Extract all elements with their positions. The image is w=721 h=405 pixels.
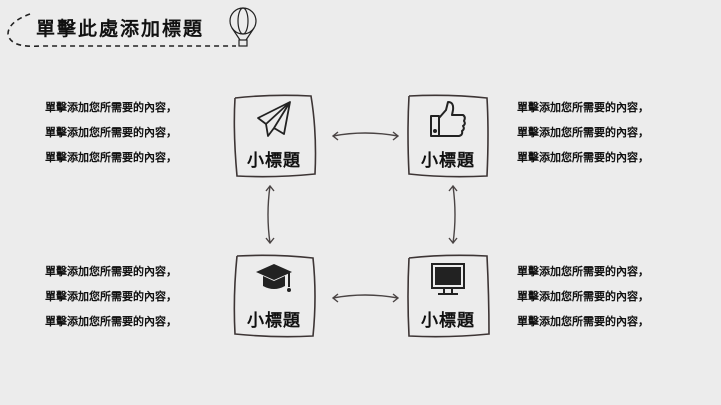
text-line: 單擊添加您所需要的內容， <box>517 265 649 278</box>
text-block-top-right: 單擊添加您所需要的內容， 單擊添加您所需要的內容， 單擊添加您所需要的內容， <box>517 95 649 170</box>
arrows <box>265 131 458 303</box>
card-top-right: 小標題 <box>405 92 491 180</box>
text-line: 單擊添加您所需要的內容， <box>517 126 649 139</box>
arrow-top <box>331 131 400 141</box>
text-line: 單擊添加您所需要的內容， <box>45 151 177 164</box>
card-label: 小標題 <box>247 311 301 331</box>
hot-air-balloon-icon <box>229 7 257 47</box>
card-bottom-left: 小標題 <box>231 252 317 340</box>
thumbs-up-icon <box>430 101 466 137</box>
arrow-left <box>265 184 275 245</box>
text-line: 單擊添加您所需要的內容， <box>45 315 177 328</box>
dashed-title-outline <box>7 13 236 48</box>
text-block-bottom-right: 單擊添加您所需要的內容， 單擊添加您所需要的內容， 單擊添加您所需要的內容， <box>517 259 649 334</box>
text-line: 單擊添加您所需要的內容， <box>517 290 649 303</box>
text-line: 單擊添加您所需要的內容， <box>517 101 649 114</box>
card-bottom-right: 小標題 <box>405 252 491 340</box>
text-line: 單擊添加您所需要的內容， <box>517 151 649 164</box>
card-label: 小標題 <box>421 151 475 171</box>
text-line: 單擊添加您所需要的內容， <box>45 101 177 114</box>
card-label: 小標題 <box>421 311 475 331</box>
text-block-top-left: 單擊添加您所需要的內容， 單擊添加您所需要的內容， 單擊添加您所需要的內容， <box>45 95 177 170</box>
text-line: 單擊添加您所需要的內容， <box>45 126 177 139</box>
card-label: 小標題 <box>247 151 301 171</box>
monitor-icon <box>431 263 465 295</box>
text-line: 單擊添加您所需要的內容， <box>517 315 649 328</box>
card-top-left: 小標題 <box>231 92 317 180</box>
text-block-bottom-left: 單擊添加您所需要的內容， 單擊添加您所需要的內容， 單擊添加您所需要的內容， <box>45 259 177 334</box>
text-line: 單擊添加您所需要的內容， <box>45 265 177 278</box>
page-title: 單擊此處添加標題 <box>36 18 205 40</box>
arrow-bottom <box>331 293 400 303</box>
arrow-right <box>448 184 458 245</box>
paper-plane-icon <box>257 101 291 137</box>
text-line: 單擊添加您所需要的內容， <box>45 290 177 303</box>
graduation-cap-icon <box>256 264 292 292</box>
